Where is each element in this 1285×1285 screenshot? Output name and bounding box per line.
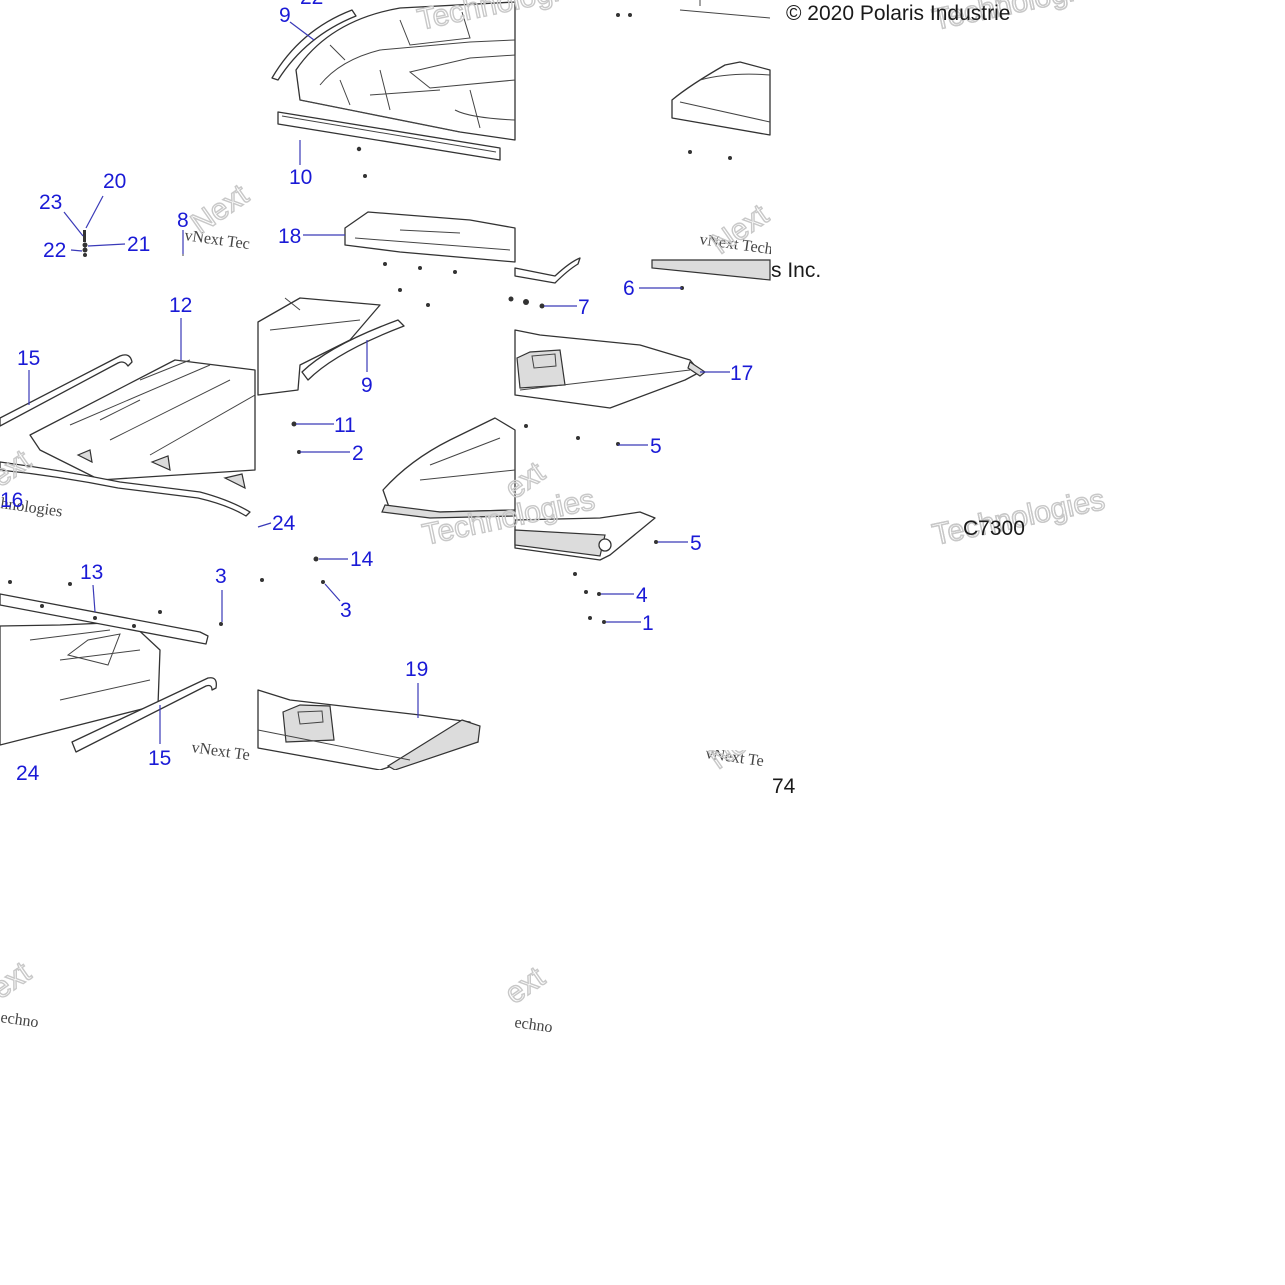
fastener-dot <box>616 13 620 17</box>
callout-9: 9 <box>279 4 291 27</box>
callout-22: 22 <box>300 0 323 9</box>
callout-5: 5 <box>690 532 702 555</box>
shaded-rail <box>651 259 771 281</box>
fastener-dot <box>728 156 732 160</box>
callout-23: 23 <box>39 191 62 214</box>
callout-12: 12 <box>169 294 192 317</box>
callout-20: 20 <box>103 170 126 193</box>
callout-24: 24 <box>16 762 40 785</box>
fastener-stack <box>82 230 88 257</box>
callout-15: 15 <box>148 747 171 770</box>
tile-gap <box>771 30 1285 510</box>
callout-16: 16 <box>0 489 23 512</box>
callout-15: 15 <box>17 347 40 370</box>
page-number-fragment: 74 <box>772 775 796 798</box>
side-rail-16 <box>0 461 251 517</box>
crossbar-13 <box>0 593 209 645</box>
side-strip-15-bottom <box>71 677 217 753</box>
strip-fragment <box>514 257 581 284</box>
trim-strip-10 <box>277 111 501 161</box>
fastener-dot <box>628 13 632 17</box>
fastener-dot <box>8 580 12 584</box>
callout-6: 6 <box>623 277 635 300</box>
roof-top-panel <box>295 1 516 141</box>
side-strip-15-top <box>0 354 133 427</box>
diagram-code: C7300 <box>963 517 1025 540</box>
roof-panel-12 <box>29 359 256 490</box>
watermark-ext-a: ext <box>0 443 37 493</box>
leader-lines <box>28 21 730 744</box>
callout-8: 8 <box>177 209 189 232</box>
callout-3: 3 <box>215 565 227 588</box>
bolt-group-mid <box>291 262 457 454</box>
watermark-serif-c: vNext Te <box>190 739 250 764</box>
fastener-dot <box>363 174 367 178</box>
fastener-dot <box>356 146 362 152</box>
cab-back-panel-fragment <box>671 0 771 136</box>
callout-10: 10 <box>289 166 312 189</box>
callout-22: 22 <box>43 239 66 262</box>
floor-panel-19 <box>257 689 481 771</box>
header-panel-18 <box>344 211 516 263</box>
callout-2: 2 <box>352 442 364 465</box>
callout-labels: 22 9 10 20 23 8 22 21 18 6 7 12 15 9 17 … <box>0 0 753 785</box>
callout-11: 11 <box>334 414 356 437</box>
callout-24: 24 <box>272 512 296 535</box>
tile-gap <box>771 560 1285 770</box>
tile-gap <box>515 630 771 750</box>
callout-18: 18 <box>278 225 301 248</box>
copyright-text: © 2020 Polaris Industrie <box>786 2 1010 25</box>
tile-gap <box>0 0 256 160</box>
fastener-dot <box>688 150 692 154</box>
watermark-echno-lower-b: echno <box>513 1014 553 1036</box>
rear-panel-17 <box>514 329 707 409</box>
callout-1: 1 <box>642 612 654 635</box>
fastener-dot <box>158 610 162 614</box>
callout-5: 5 <box>650 435 662 458</box>
bolt-group-lower <box>260 556 325 584</box>
callout-3: 3 <box>340 599 352 622</box>
callout-4: 4 <box>636 584 648 607</box>
fastener-dot <box>219 622 223 626</box>
cowl-fragment <box>514 511 656 561</box>
bolt-group-right <box>508 286 684 624</box>
fastener-dot <box>68 582 72 586</box>
roof-section-fragment <box>257 297 381 396</box>
callout-19: 19 <box>405 658 428 681</box>
trim-strip-9-top <box>271 9 357 81</box>
callout-9: 9 <box>361 374 373 397</box>
callout-21: 21 <box>127 233 150 256</box>
callout-13: 13 <box>80 561 103 584</box>
copyright-fragment: s Inc. <box>771 259 821 282</box>
watermark-echno-lower-a: echno <box>0 1009 40 1031</box>
rear-roof-13 <box>0 621 161 746</box>
callout-7: 7 <box>578 296 590 319</box>
tile-gap <box>0 770 1285 1285</box>
dash-panel-fragment <box>381 417 516 519</box>
trim-strip-9-mid <box>301 319 405 381</box>
callout-17: 17 <box>730 362 753 385</box>
callout-14: 14 <box>350 548 374 571</box>
